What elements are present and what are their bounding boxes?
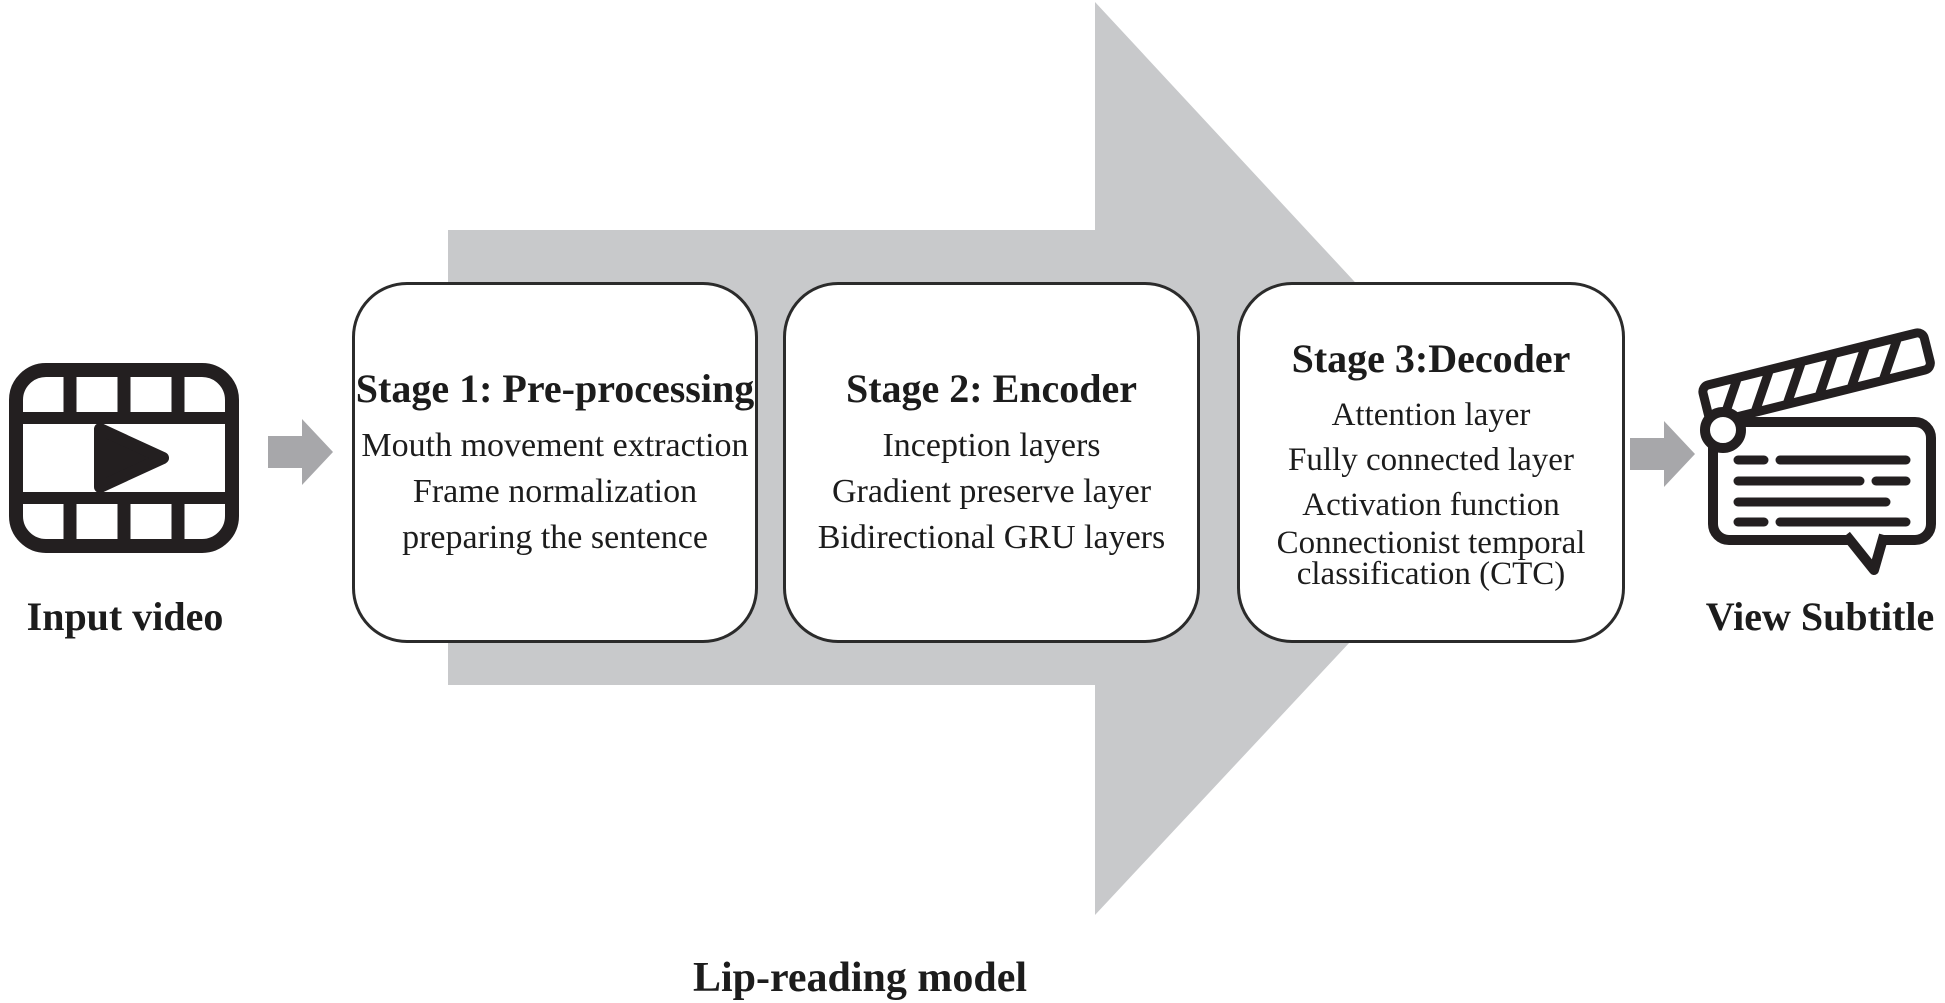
stage1-preprocessing-box: Stage 1: Pre-processing Mouth movement e…: [352, 282, 758, 643]
stage3-decoder-box: Stage 3:Decoder Attention layer Fully co…: [1237, 282, 1625, 643]
input-video-label: Input video: [26, 594, 224, 639]
lip-reading-model-label: Lip-reading model: [692, 955, 1028, 1001]
stage1-title: Stage 1: Pre-processing: [355, 365, 755, 411]
stage3-line: Activation function: [1302, 487, 1560, 523]
stage3-line: Attention layer: [1331, 397, 1531, 433]
stage2-title: Stage 2: Encoder: [845, 365, 1138, 411]
stage2-line: Bidirectional GRU layers: [817, 518, 1166, 556]
stage1-line: preparing the sentence: [402, 518, 708, 556]
stage3-line: Fully connected layer: [1288, 442, 1574, 478]
output-arrow-icon: [1630, 421, 1695, 487]
stage1-line: Mouth movement extraction: [361, 426, 749, 464]
stage1-line: Frame normalization: [412, 472, 698, 510]
view-subtitle-label: View Subtitle: [1705, 594, 1935, 639]
subtitle-clapperboard-icon: [1698, 328, 1936, 575]
input-arrow-icon: [268, 419, 333, 485]
stage2-line: Gradient preserve layer: [831, 472, 1152, 510]
stage3-line: Connectionist temporal classification (C…: [1276, 525, 1586, 592]
video-film-icon: [9, 363, 239, 553]
stage2-line: Inception layers: [882, 426, 1101, 464]
stage2-encoder-box: Stage 2: Encoder Inception layers Gradie…: [783, 282, 1200, 643]
stage3-title: Stage 3:Decoder: [1291, 336, 1571, 381]
